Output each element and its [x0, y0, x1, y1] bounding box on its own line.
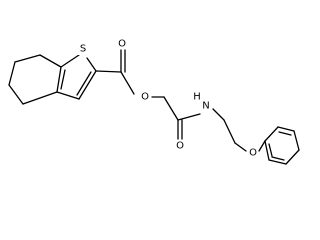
- bond-c7a-s: [60, 54, 80, 68]
- bond-c2-c3-inner: [76, 71, 92, 96]
- sulfur-label-bg: [77, 42, 88, 55]
- ester-carbonyl-oxygen-label: O: [118, 39, 126, 50]
- bond-ring-5: [268, 159, 287, 165]
- bond-c2-c3: [78, 70, 97, 100]
- ester-oxygen-label: O: [141, 92, 149, 103]
- amide-group: [177, 108, 247, 152]
- bond-c4-c3a: [22, 91, 58, 105]
- bond-carbonyl-ester-o: [120, 71, 135, 95]
- amide-hydrogen-label: H: [193, 92, 201, 103]
- bond-c2-carbonyl: [95, 70, 122, 73]
- bond-c3-c3a: [56, 91, 80, 100]
- bond-c7a-c3a-inner: [60, 69, 66, 90]
- bond-ring-inner-c: [268, 143, 273, 157]
- bond-ring-6: [264, 140, 270, 161]
- sulfur-label: S: [80, 44, 86, 55]
- bond-ring-inner-b: [271, 156, 285, 161]
- bond-c7a-c3a: [56, 66, 62, 93]
- bond-ring-inner-a: [278, 131, 292, 136]
- ester-group: [95, 49, 179, 121]
- bond-ch2-ether-o: [234, 142, 247, 152]
- bond-ring-4: [285, 149, 300, 165]
- benzene-ring: [258, 126, 300, 165]
- bond-c7-c6: [14, 54, 41, 63]
- bond-s-c2: [86, 57, 97, 72]
- bond-ring-1: [264, 126, 279, 142]
- bond-ch2-amide-c: [163, 96, 179, 121]
- amide-oxygen-label: O: [176, 141, 184, 152]
- thiophene-ring: [56, 54, 97, 100]
- molecule-canvas: S O O O N H O: [8, 38, 300, 165]
- cyclohexene-ring: [8, 54, 62, 105]
- bond-ch2-ch2: [223, 119, 236, 144]
- structure-drawing: S O O O N H O: [8, 39, 300, 165]
- ether-oxygen-label: O: [249, 148, 257, 159]
- bond-o-ipso: [258, 140, 266, 152]
- bond-n-ch2: [212, 108, 225, 121]
- bond-ring-2: [277, 126, 295, 132]
- bond-c5-c4: [8, 84, 24, 105]
- amide-nitrogen-label: N: [202, 101, 209, 112]
- bond-ring-3: [293, 130, 300, 151]
- bond-amide-c-n: [177, 113, 201, 121]
- bond-c6-c5: [8, 61, 16, 86]
- bond-c7a-c7: [39, 54, 62, 68]
